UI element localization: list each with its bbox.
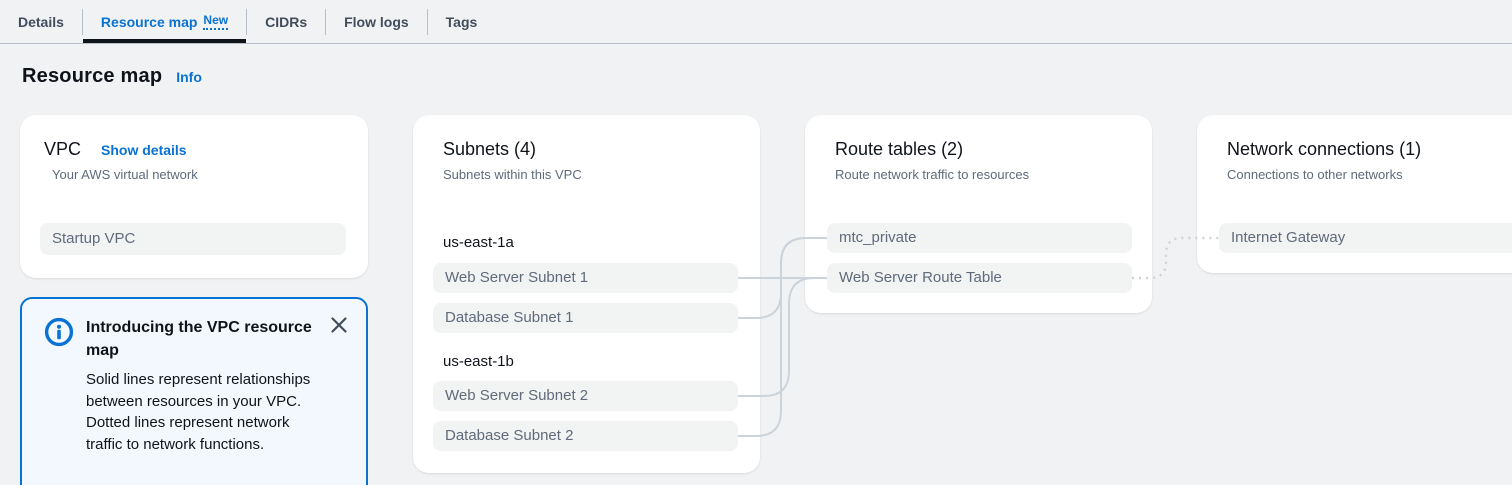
info-link[interactable]: Info	[176, 69, 202, 85]
tab-cidrs[interactable]: CIDRs	[247, 0, 325, 43]
vpc-item-startup-vpc[interactable]: Startup VPC	[40, 223, 346, 255]
network-connections-card-title: Network connections (1)	[1227, 139, 1422, 159]
banner-close-button[interactable]	[328, 315, 350, 337]
vpc-card-title: VPC	[44, 139, 82, 159]
tab-label: Resource map	[100, 13, 198, 30]
route-tables-card: Route tables (2) Route network traffic t…	[805, 115, 1152, 313]
tab-label: Flow logs	[344, 13, 409, 30]
tab-details[interactable]: Details	[0, 0, 82, 43]
subnet-item-web-server-subnet-2[interactable]: Web Server Subnet 2	[433, 381, 738, 411]
subnets-card-description: Subnets within this VPC	[443, 167, 582, 182]
banner-body: Solid lines represent relationships betw…	[86, 371, 311, 453]
subnet-item-database-subnet-1[interactable]: Database Subnet 1	[433, 303, 738, 333]
tab-tags[interactable]: Tags	[428, 0, 496, 43]
vpc-card-description: Your AWS virtual network	[52, 167, 198, 182]
resource-map-banner: Introducing the VPC resource map Solid l…	[20, 297, 368, 485]
vpc-card-header: VPC Show details	[44, 139, 187, 160]
tab-label: CIDRs	[265, 13, 308, 30]
tab-divider	[246, 8, 248, 35]
network-connection-item-internet-gateway[interactable]: Internet Gateway	[1219, 223, 1512, 253]
tab-label: Tags	[445, 13, 478, 30]
subnets-card-title: Subnets (4)	[443, 139, 537, 159]
tab-divider	[426, 8, 428, 35]
show-details-link[interactable]: Show details	[101, 142, 187, 158]
route-table-item-web-server-route-table[interactable]: Web Server Route Table	[827, 263, 1132, 293]
vpc-card: VPC Show details Your AWS virtual networ…	[20, 115, 368, 278]
info-icon	[44, 317, 74, 352]
route-tables-card-title: Route tables (2)	[835, 139, 964, 159]
route-tables-card-description: Route network traffic to resources	[835, 167, 1030, 182]
page-header: Resource map Info	[22, 65, 1512, 88]
tab-divider	[325, 8, 327, 35]
banner-title: Introducing the VPC resource map	[86, 319, 312, 359]
az-label-us-east-1a: us-east-1a	[443, 234, 514, 251]
page-title: Resource map	[22, 65, 163, 87]
subnets-card: Subnets (4) Subnets within this VPC us-e…	[413, 115, 760, 473]
tab-resource-map[interactable]: Resource map New	[83, 0, 246, 43]
route-table-item-mtc-private[interactable]: mtc_private	[827, 223, 1132, 253]
tab-divider	[81, 8, 83, 35]
subnet-item-web-server-subnet-1[interactable]: Web Server Subnet 1	[433, 263, 738, 293]
tab-flow-logs[interactable]: Flow logs	[326, 0, 427, 43]
close-icon	[330, 316, 348, 337]
tab-label: Details	[18, 13, 64, 30]
tab-bar: Details Resource map New CIDRs Flow logs…	[0, 0, 1512, 44]
network-connections-card-description: Connections to other networks	[1227, 167, 1403, 182]
subnet-item-database-subnet-2[interactable]: Database Subnet 2	[433, 421, 738, 451]
az-label-us-east-1b: us-east-1b	[443, 353, 514, 370]
network-connections-card: Network connections (1) Connections to o…	[1197, 115, 1512, 273]
new-badge[interactable]: New	[203, 13, 229, 30]
